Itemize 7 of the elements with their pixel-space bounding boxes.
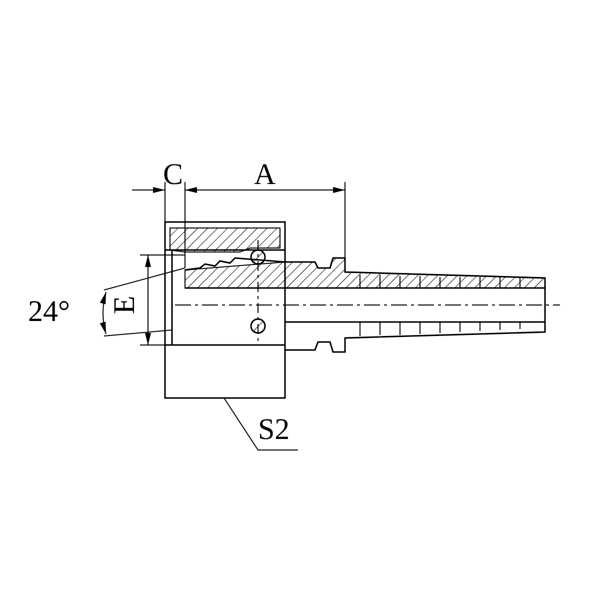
hex-nut-drawing (164, 221, 286, 399)
dimension-label: C (163, 160, 184, 190)
dimension-label: E (110, 296, 140, 314)
dimension-label: A (254, 160, 276, 190)
part-label: S2 (258, 415, 290, 445)
leader-line (224, 398, 298, 450)
angle-label: 24° (28, 297, 70, 327)
